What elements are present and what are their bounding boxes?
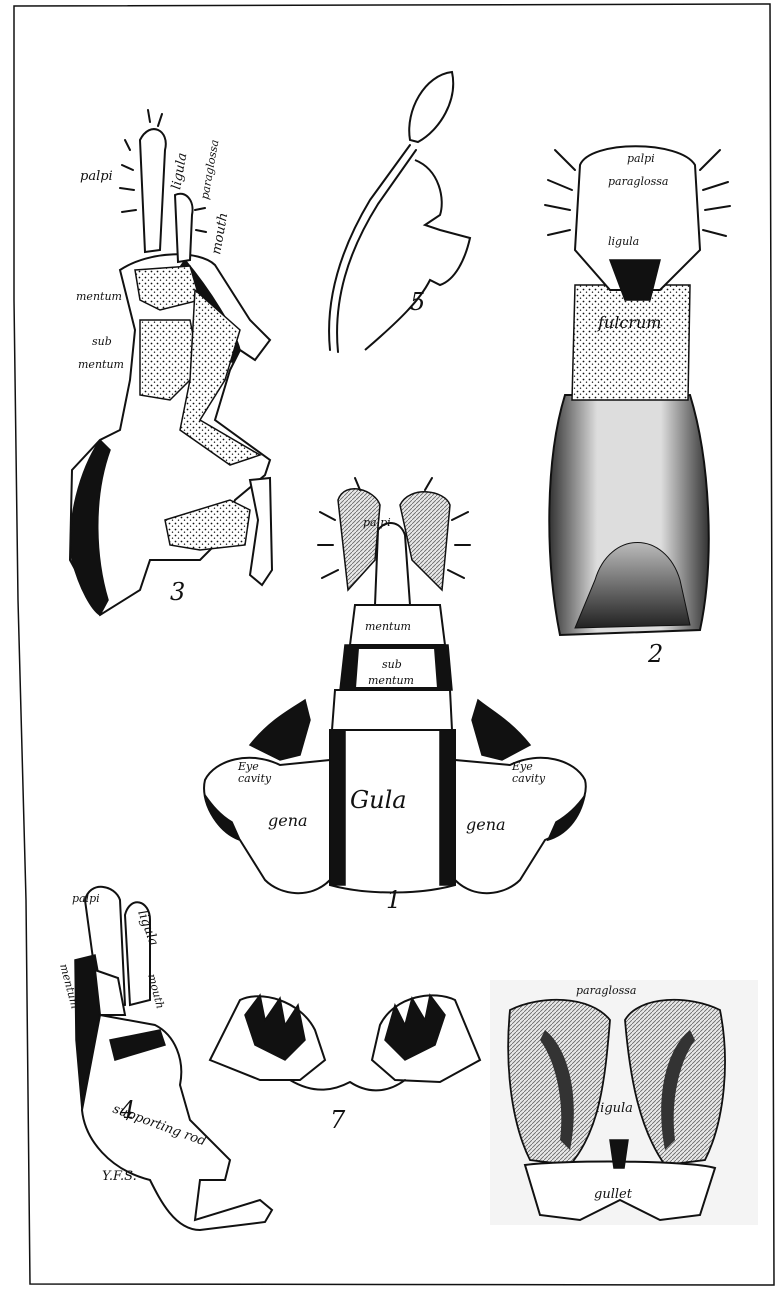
fig1-eye-right bbox=[472, 700, 530, 760]
fig3-number: 3 bbox=[170, 578, 185, 606]
fig6-label-ligula: ligula bbox=[596, 1101, 633, 1116]
fig1-label-gena-left: gena bbox=[268, 811, 308, 830]
fig4-signature: Y.F.S. bbox=[102, 1169, 137, 1184]
fig1-eye-left bbox=[250, 700, 310, 760]
fig1-number: 1 bbox=[386, 886, 401, 914]
fig3-rod bbox=[250, 478, 272, 585]
fig3-label-submentum: mentum bbox=[78, 358, 124, 371]
fig7-bridge bbox=[290, 1080, 405, 1090]
fig1-label-mentum: mentum bbox=[365, 620, 411, 633]
fig7-number: 7 bbox=[330, 1106, 346, 1134]
fig3-palp bbox=[140, 129, 166, 252]
fig1-label-palpi: palpi bbox=[363, 516, 391, 529]
fig1-label-gena-right: gena bbox=[466, 815, 506, 834]
fig1-label-gula: Gula bbox=[350, 786, 407, 814]
fig6-label-gullet: gullet bbox=[594, 1187, 633, 1202]
fig1-label-submentum: mentum bbox=[368, 674, 414, 687]
fig2-number: 2 bbox=[647, 640, 663, 668]
fig2-label-ligula: ligula bbox=[608, 235, 639, 248]
figure-2: palpi paraglossa ligula fulcrum 2 bbox=[545, 146, 730, 668]
fig2-hair-right bbox=[700, 150, 730, 236]
fig5-body bbox=[365, 160, 470, 350]
fig2-label-paraglossa: paraglossa bbox=[608, 175, 668, 188]
fig3-label-mouth: mouth bbox=[209, 212, 231, 256]
fig1-label-eye-right-2: cavity bbox=[512, 772, 546, 785]
figure-3: 3 palpi ligula paraglossa mouth mentum s… bbox=[70, 110, 272, 615]
fig1-lower-mentum bbox=[332, 690, 452, 730]
fig3-ligula bbox=[175, 194, 193, 262]
fig2-hair-left bbox=[545, 150, 575, 235]
fig3-label-mentum: mentum bbox=[76, 290, 122, 303]
fig5-number: 5 bbox=[410, 288, 425, 316]
figure-5: 5 bbox=[329, 72, 470, 352]
fig4-label-palpi: palpi bbox=[72, 892, 100, 905]
fig1-label-sub: sub bbox=[382, 658, 402, 671]
fig6-label-paraglossa: paraglossa bbox=[576, 984, 636, 997]
fig2-fulcrum bbox=[572, 285, 690, 400]
fig3-label-palpi: palpi bbox=[80, 169, 113, 184]
fig1-palpi-left bbox=[338, 489, 380, 590]
fig5-bulb bbox=[409, 72, 453, 142]
fig3-label-paraglossa: paraglossa bbox=[198, 139, 221, 201]
fig1-gula-shadow-left bbox=[330, 730, 345, 885]
fig1-ligula bbox=[375, 523, 410, 605]
fig3-label-sub: sub bbox=[92, 335, 112, 348]
figure-7: 7 bbox=[210, 995, 480, 1134]
fig4-number: 4 bbox=[119, 1096, 135, 1124]
fig2-label-fulcrum: fulcrum bbox=[597, 313, 661, 332]
fig6-center bbox=[610, 1140, 628, 1168]
fig3-label-ligula: ligula bbox=[169, 152, 190, 191]
fig1-label-eye-left-2: cavity bbox=[238, 772, 272, 785]
fig2-label-palpi: palpi bbox=[627, 152, 655, 165]
fig1-gula-shadow-right bbox=[440, 730, 455, 885]
figure-6: paraglossa ligula gullet bbox=[490, 980, 758, 1225]
